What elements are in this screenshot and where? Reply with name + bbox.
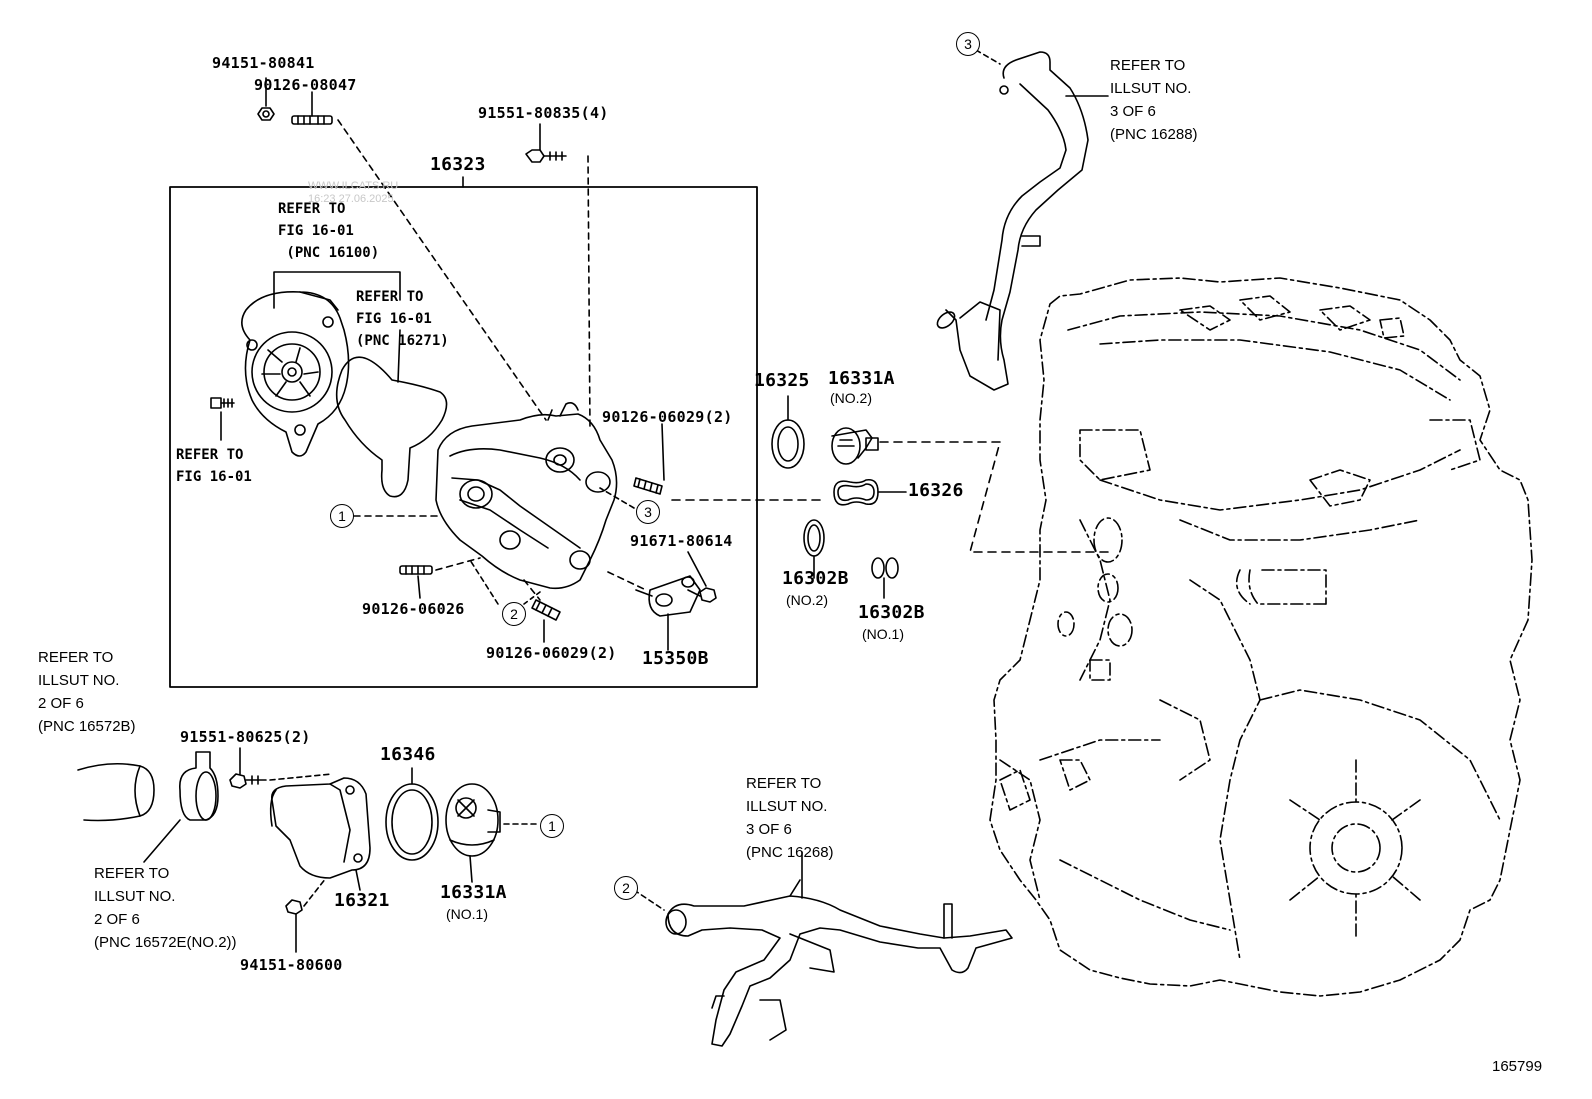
label-90126-06026[interactable]: 90126-06026 — [362, 600, 465, 618]
callout-3-pump: 3 — [636, 500, 660, 524]
label-90126-06029-upper[interactable]: 90126-06029(2) — [602, 408, 733, 426]
thermostat-16331A-no1 — [445, 783, 501, 857]
stud-90126-06029-upper — [633, 477, 663, 495]
label-16346[interactable]: 16346 — [380, 744, 436, 765]
hose-16572E — [179, 751, 219, 821]
stud-90126-06026 — [399, 565, 433, 575]
water-pipe-lower — [665, 879, 1013, 1047]
label-16331A-no2-sub: (NO.2) — [830, 390, 872, 406]
nut-94151-80600 — [285, 899, 303, 915]
label-16331A-no1-sub: (NO.1) — [446, 906, 488, 922]
label-90126-08047[interactable]: 90126-08047 — [254, 76, 357, 94]
ref-fig-16100: REFER TO FIG 16-01 (PNC 16100) — [278, 201, 380, 261]
label-16331A-no2[interactable]: 16331A — [828, 368, 895, 389]
ref-illust-16572B: REFER TO ILLSUT NO. 2 OF 6 (PNC 16572B) — [38, 649, 136, 735]
sensor-15350B — [635, 575, 701, 617]
thermostat-housing-16321 — [269, 777, 371, 879]
label-15350B[interactable]: 15350B — [642, 648, 709, 669]
ref-fig-bolt: REFER TO FIG 16-01 — [176, 447, 252, 485]
figure-number: 165799 — [1492, 1058, 1543, 1075]
ref-illust-16572E: REFER TO ILLSUT NO. 2 OF 6 (PNC 16572E(N… — [94, 865, 237, 951]
oring-16302B-no1 — [871, 557, 899, 579]
gasket-16326 — [833, 478, 879, 506]
callout-3-pipe: 3 — [956, 32, 980, 56]
label-91671-80614[interactable]: 91671-80614 — [630, 532, 733, 550]
ref-fig-16271: REFER TO FIG 16-01 (PNC 16271) — [356, 289, 449, 349]
label-16302B-no2[interactable]: 16302B — [782, 568, 849, 589]
callout-2-pipe: 2 — [614, 876, 638, 900]
label-94151-80841[interactable]: 94151-80841 — [212, 54, 315, 72]
label-16325[interactable]: 16325 — [754, 370, 810, 391]
callout-2-pump: 2 — [502, 602, 526, 626]
label-16326[interactable]: 16326 — [908, 480, 964, 501]
ref-illust-16288: REFER TO ILLSUT NO. 3 OF 6 (PNC 16288) — [1110, 57, 1198, 143]
ref-illust-16268: REFER TO ILLSUT NO. 3 OF 6 (PNC 16268) — [746, 775, 834, 861]
stud-90126-06029-lower — [531, 599, 561, 621]
callout-1-thermostat: 1 — [540, 814, 564, 838]
hose-16572B — [77, 762, 155, 822]
label-94151-80600[interactable]: 94151-80600 — [240, 956, 343, 974]
bolt-91551-80625 — [229, 773, 267, 789]
label-91551-80835[interactable]: 91551-80835(4) — [478, 104, 609, 122]
label-16321[interactable]: 16321 — [334, 890, 390, 911]
bolt-refer-fig — [210, 397, 235, 441]
gasket-16346 — [385, 783, 439, 861]
engine-block-outline — [989, 277, 1533, 997]
label-16323[interactable]: 16323 — [430, 154, 486, 175]
nut-94151-80841 — [257, 107, 275, 121]
bolt-91551-80835 — [525, 149, 567, 163]
label-91551-80625[interactable]: 91551-80625(2) — [180, 728, 311, 746]
label-90126-06029-lower[interactable]: 90126-06029(2) — [486, 644, 617, 662]
water-pump-drawing — [241, 291, 350, 457]
label-16302B-no1-sub: (NO.1) — [862, 626, 904, 642]
label-16302B-no2-sub: (NO.2) — [786, 592, 828, 608]
callout-1-pump: 1 — [330, 504, 354, 528]
label-16302B-no1[interactable]: 16302B — [858, 602, 925, 623]
gasket-16271 — [335, 356, 448, 498]
watermark: WWW.ILCATS.RU 16:23 27.06.2025 — [308, 180, 399, 205]
stud-90126-08047 — [291, 115, 333, 125]
bolt-91671-80614 — [687, 587, 717, 603]
label-16331A-no1[interactable]: 16331A — [440, 882, 507, 903]
water-pump-housing — [435, 402, 618, 590]
water-pipe-upper — [936, 51, 1089, 391]
thermostat-16331A-no2 — [831, 427, 879, 465]
